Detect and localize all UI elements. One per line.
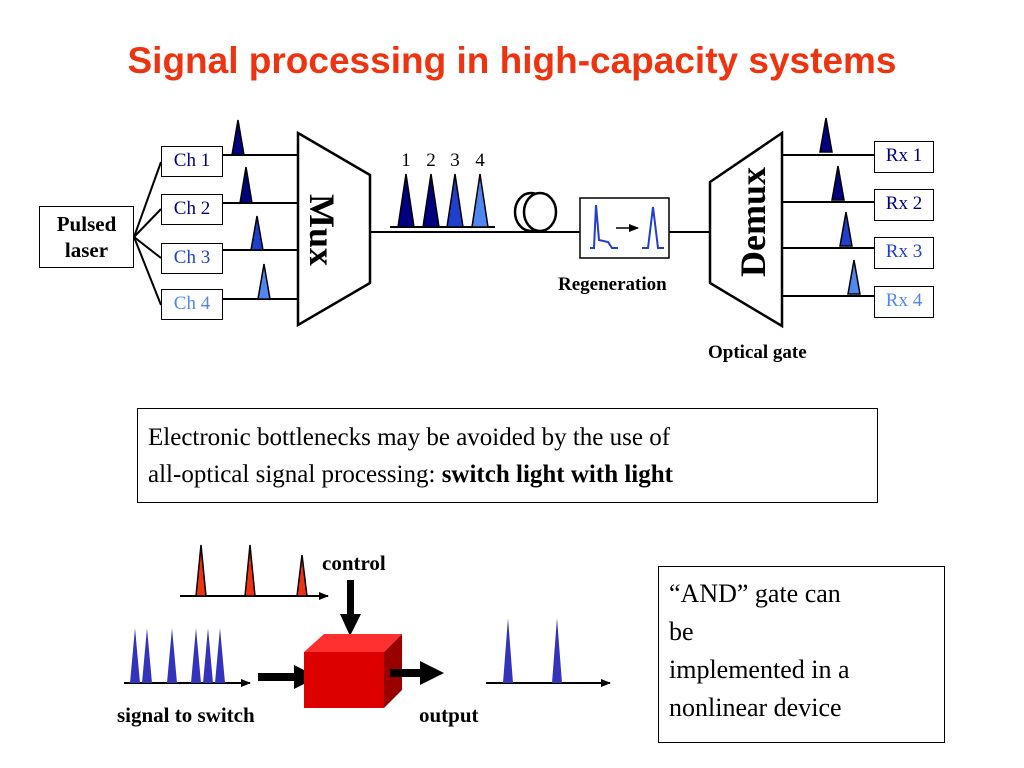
mux-block bbox=[296, 130, 372, 328]
receiver-1-pulse bbox=[819, 117, 833, 153]
receiver-lines bbox=[782, 154, 874, 297]
regenerated-pulse bbox=[642, 206, 664, 249]
receiver-2-label: Rx 2 bbox=[885, 193, 923, 214]
channel-box-1: Ch 1 bbox=[161, 146, 223, 177]
receiver-box-1: Rx 1 bbox=[874, 141, 934, 173]
nonlinear-device bbox=[304, 634, 402, 708]
receiver-box-4: Rx 4 bbox=[874, 286, 934, 318]
pulsed-laser-box: Pulsed laser bbox=[39, 206, 134, 268]
laser-label-line-1: Pulsed bbox=[56, 212, 117, 236]
note-line-1: Electronic bottlenecks may be avoided by… bbox=[148, 424, 671, 451]
channel-1-pulse bbox=[231, 119, 245, 156]
output-arrow bbox=[390, 661, 444, 685]
receiver-1-label: Rx 1 bbox=[885, 145, 923, 166]
receiver-pulses bbox=[819, 117, 861, 295]
note-emphasis: switch light with light bbox=[441, 461, 673, 488]
regeneration-box bbox=[579, 197, 670, 259]
and-note-line-1: “AND” gate can bbox=[669, 579, 841, 608]
receiver-box-2: Rx 2 bbox=[874, 189, 934, 221]
control-label: control bbox=[322, 551, 386, 575]
control-pulse-1 bbox=[195, 544, 207, 597]
optical-gate-label: Optical gate bbox=[708, 342, 807, 363]
control-pulse-3 bbox=[296, 554, 308, 597]
channel-4-label: Ch 4 bbox=[173, 293, 211, 314]
signal-to-switch-label: signal to switch bbox=[117, 703, 255, 727]
pulse-number-4: 4 bbox=[475, 150, 485, 171]
receiver-4-pulse bbox=[847, 259, 861, 295]
control-pulse-2 bbox=[244, 544, 256, 597]
muxed-pulse-4 bbox=[471, 173, 489, 228]
channel-2-label: Ch 2 bbox=[173, 198, 211, 219]
channel-4-pulse bbox=[257, 263, 271, 300]
and-note-line-3: implemented in a bbox=[669, 655, 850, 684]
demux-block bbox=[708, 130, 784, 329]
laser-fanout-lines bbox=[133, 161, 162, 306]
and-note-line-4: nonlinear device bbox=[669, 693, 842, 722]
channel-3-label: Ch 3 bbox=[173, 247, 211, 268]
muxed-pulse-3 bbox=[446, 173, 464, 228]
and-note-line-2: be bbox=[669, 617, 694, 646]
regeneration-label: Regeneration bbox=[558, 274, 667, 295]
channel-box-3: Ch 3 bbox=[161, 243, 223, 274]
and-gate-note: “AND” gate can be implemented in a nonli… bbox=[658, 566, 945, 743]
pulse-numbers: 1 2 3 4 bbox=[401, 150, 485, 171]
mux-label: Mux bbox=[302, 194, 342, 266]
channel-pulses bbox=[231, 119, 271, 300]
demux-label: Demux bbox=[733, 167, 773, 277]
fiber-coil-icon bbox=[513, 191, 558, 233]
receiver-2-pulse bbox=[831, 165, 845, 201]
receiver-box-3: Rx 3 bbox=[874, 237, 934, 269]
pulse-number-1: 1 bbox=[401, 150, 411, 171]
degraded-pulse bbox=[590, 204, 618, 249]
signal-pulses bbox=[124, 628, 251, 687]
receiver-3-label: Rx 3 bbox=[885, 241, 923, 262]
laser-label-line-2: laser bbox=[64, 238, 109, 262]
muxed-pulses bbox=[390, 173, 495, 228]
receiver-3-pulse bbox=[839, 211, 853, 247]
receiver-4-label: Rx 4 bbox=[885, 290, 923, 311]
control-arrow bbox=[340, 580, 361, 636]
muxed-pulse-2 bbox=[422, 173, 440, 228]
control-pulses bbox=[180, 544, 329, 600]
channel-1-label: Ch 1 bbox=[173, 150, 211, 171]
muxed-pulse-1 bbox=[397, 173, 415, 228]
channel-lines bbox=[223, 154, 298, 300]
channel-3-pulse bbox=[250, 215, 264, 251]
output-pulses bbox=[486, 618, 611, 687]
note-line-2: all-optical signal processing: switch li… bbox=[148, 456, 877, 493]
slide-title: Signal processing in high-capacity syste… bbox=[127, 40, 897, 81]
channel-2-pulse bbox=[239, 166, 253, 204]
channel-box-2: Ch 2 bbox=[161, 194, 223, 225]
bottleneck-note: Electronic bottlenecks may be avoided by… bbox=[137, 408, 878, 503]
channel-box-4: Ch 4 bbox=[161, 289, 223, 320]
pulse-number-2: 2 bbox=[426, 150, 436, 171]
pulse-number-3: 3 bbox=[450, 150, 460, 171]
note-line-2-prefix: all-optical signal processing: bbox=[148, 461, 442, 488]
output-label: output bbox=[419, 703, 479, 727]
